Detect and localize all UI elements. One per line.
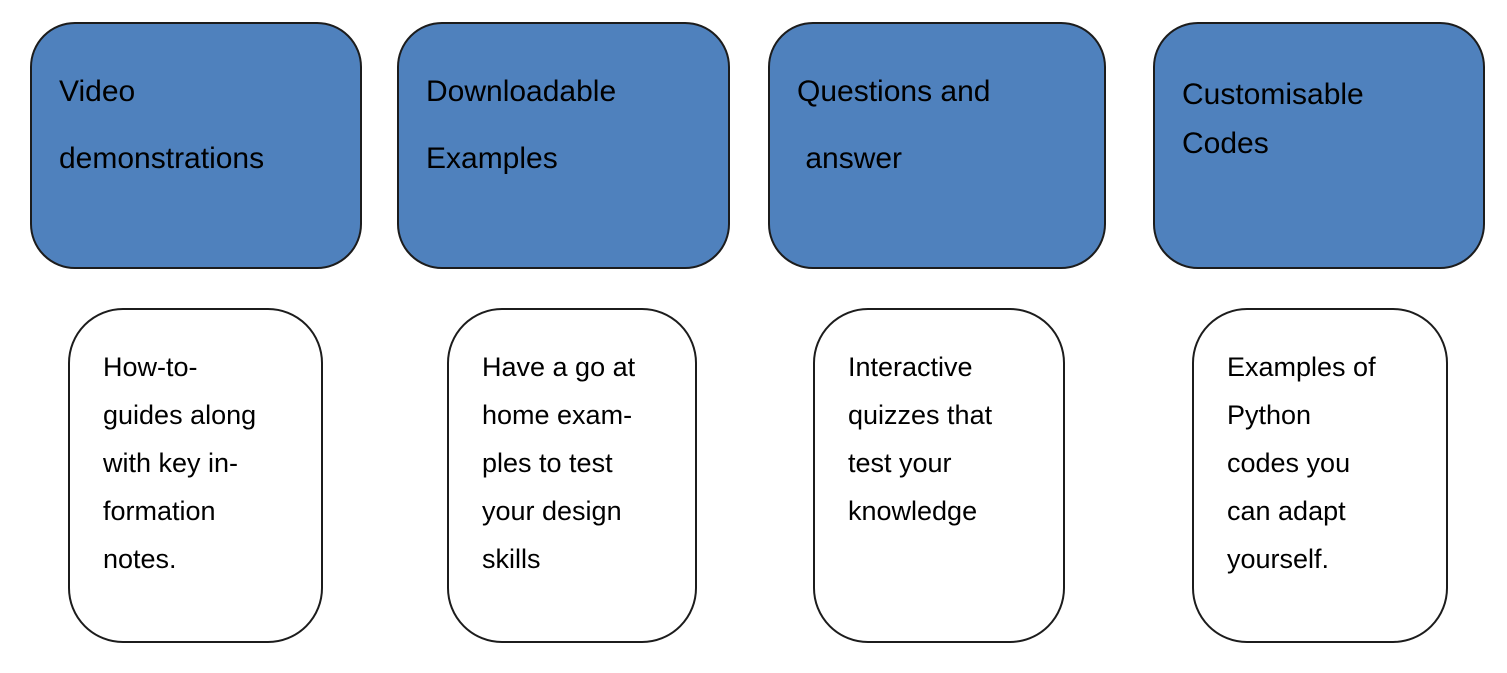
card-line: quizzes that — [848, 400, 993, 430]
header-line: Codes — [1182, 127, 1269, 160]
card-line: ples to test — [482, 448, 613, 478]
card-line: can adapt — [1227, 496, 1346, 526]
card-line: knowledge — [848, 496, 978, 526]
header-line: Questions and — [797, 75, 991, 108]
header-box-questions-and-answer: Questions and answer — [768, 22, 1106, 269]
card-line: test your — [848, 448, 952, 478]
header-line: Customisable — [1182, 78, 1364, 111]
card-line: Interactive — [848, 352, 973, 382]
card-line: codes you — [1227, 448, 1351, 478]
header-line: Downloadable — [426, 75, 617, 108]
card-line: How-to- — [103, 352, 198, 382]
card-box-customisable-codes: Examples of Python codes you can adapt y… — [1192, 308, 1448, 643]
header-line: demonstrations — [59, 142, 265, 175]
card-line: Python — [1227, 400, 1312, 430]
header-line: Examples — [426, 142, 558, 175]
card-line: yourself. — [1227, 544, 1330, 574]
card-line: Examples of — [1227, 352, 1376, 382]
card-line: guides along — [103, 400, 257, 430]
header-line: Video — [59, 75, 136, 108]
card-line: notes. — [103, 544, 177, 574]
card-box-video-demonstrations: How-to- guides along with key in- format… — [68, 308, 323, 643]
header-line: answer — [797, 142, 903, 175]
card-box-questions-and-answer: Interactive quizzes that test your knowl… — [813, 308, 1065, 643]
card-line: Have a go at — [482, 352, 636, 382]
card-line: your design — [482, 496, 622, 526]
card-box-downloadable-examples: Have a go at home exam- ples to test you… — [447, 308, 697, 643]
card-line: formation — [103, 496, 216, 526]
card-line: skills — [482, 544, 541, 574]
header-box-customisable-codes: Customisable Codes — [1153, 22, 1485, 269]
header-box-downloadable-examples: Downloadable Examples — [397, 22, 730, 269]
header-box-video-demonstrations: Video demonstrations — [30, 22, 362, 269]
card-line: home exam- — [482, 400, 633, 430]
card-line: with key in- — [103, 448, 239, 478]
